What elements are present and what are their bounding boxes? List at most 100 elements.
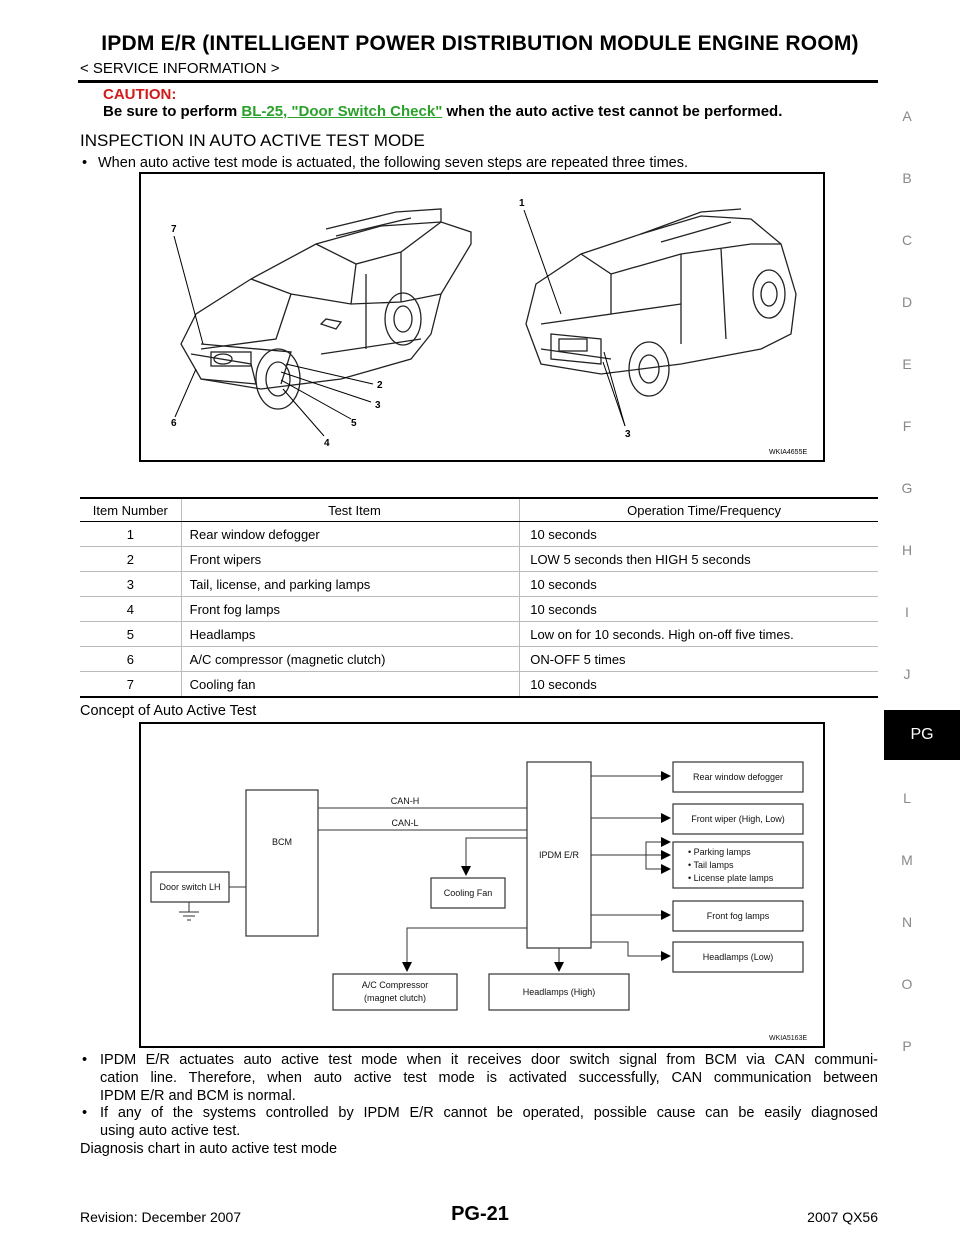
front-wiper-label: Front wiper (High, Low) — [691, 814, 785, 824]
inspection-heading: INSPECTION IN AUTO ACTIVE TEST MODE — [80, 131, 425, 150]
license-lamps-label: • License plate lamps — [688, 873, 774, 883]
sidebar-letter-b[interactable]: B — [902, 170, 912, 186]
parking-lamps-label: • Parking lamps — [688, 847, 751, 857]
sidebar-letter-f[interactable]: F — [902, 418, 912, 434]
vehicle-illustration: 1 2 3 3 4 5 6 7 WKIA4655E — [171, 198, 807, 456]
footer-page-number: PG-21 — [451, 1203, 509, 1225]
callout-1: 1 — [519, 198, 525, 209]
bullet-possible-cause: If any of the systems controlled by IPDM… — [100, 1104, 878, 1140]
cooling-fan-box — [430, 877, 506, 909]
headlamps-low-box — [672, 941, 804, 973]
row-test-item: Front wipers — [180, 546, 520, 572]
sidebar-letter-i[interactable]: I — [905, 604, 909, 620]
callout-6: 6 — [171, 418, 177, 429]
sidebar-letter-l[interactable]: L — [903, 790, 911, 806]
rear-vehicle — [525, 208, 797, 397]
row-item-number: 3 — [80, 571, 182, 597]
row-test-item: Cooling fan — [180, 671, 520, 697]
test-items-table: Item Number Test Item Operation Time/Fre… — [80, 497, 878, 698]
row-test-item: Tail, license, and parking lamps — [180, 571, 520, 597]
can-h-label: CAN-H — [391, 796, 420, 806]
row-item-number: 6 — [80, 646, 182, 672]
sidebar-letter-d[interactable]: D — [901, 294, 913, 310]
sidebar-letter-p[interactable]: P — [902, 1038, 912, 1054]
vehicle-figure: 1 2 3 3 4 5 6 7 WKIA4655E — [139, 172, 825, 462]
row-operation-time: LOW 5 seconds then HIGH 5 seconds — [519, 546, 878, 572]
sidebar-letter-a[interactable]: A — [902, 108, 912, 124]
rear-defogger-box — [672, 761, 804, 793]
bcm-label: BCM — [272, 837, 292, 847]
rear-defogger-label: Rear window defogger — [693, 772, 783, 782]
header-rule — [78, 80, 878, 83]
table-header-row: Item Number Test Item Operation Time/Fre… — [80, 498, 878, 522]
tail-lamps-label: • Tail lamps — [688, 860, 734, 870]
header-test-item: Test Item — [180, 498, 520, 522]
bullet-2-line-2: using auto active test. — [100, 1123, 241, 1139]
lamps-box — [672, 841, 804, 889]
ac-compressor-box — [332, 973, 458, 1011]
callout-7: 7 — [171, 224, 177, 235]
door-switch-check-link[interactable]: BL-25, "Door Switch Check" — [241, 103, 443, 120]
row-operation-time: ON-OFF 5 times — [519, 646, 878, 672]
bullet-ipdm-actuates: IPDM E/R actuates auto active test mode … — [100, 1051, 878, 1105]
ac-compressor-sublabel: (magnet clutch) — [364, 993, 426, 1003]
header-item-number: Item Number — [80, 498, 182, 522]
row-operation-time: 10 seconds — [519, 521, 878, 547]
headlamps-high-box — [488, 973, 630, 1011]
vehicle-figure-code: WKIA4655E — [769, 449, 807, 456]
sidebar-letter-o[interactable]: O — [901, 976, 913, 992]
sidebar-letter-g[interactable]: G — [901, 480, 913, 496]
inspection-bullet: When auto active test mode is actuated, … — [98, 155, 688, 171]
bcm-box — [245, 789, 319, 937]
ipdm-label: IPDM E/R — [539, 850, 580, 860]
row-item-number: 4 — [80, 596, 182, 622]
section-label: < SERVICE INFORMATION > — [80, 60, 280, 77]
diagram-boxes — [150, 761, 804, 1011]
door-switch-label: Door switch LH — [159, 882, 220, 892]
sidebar-letter-m[interactable]: M — [901, 852, 913, 868]
callout-numbers: 1 2 3 3 4 5 6 7 — [171, 198, 631, 449]
bullet-marker: • — [82, 1105, 88, 1121]
headlamps-high-label: Headlamps (High) — [523, 987, 596, 997]
row-operation-time: 10 seconds — [519, 571, 878, 597]
footer-revision: Revision: December 2007 — [80, 1209, 242, 1225]
ac-compressor-label: A/C Compressor — [362, 980, 429, 990]
headlamps-low-label: Headlamps (Low) — [703, 952, 774, 962]
bullet-1-line-2: cation line. Therefore, when auto active… — [100, 1070, 878, 1086]
row-operation-time: 10 seconds — [519, 596, 878, 622]
row-item-number: 2 — [80, 546, 182, 572]
sidebar-letter-n[interactable]: N — [901, 914, 913, 930]
caution-text-before: Be sure to perform — [103, 103, 242, 120]
header-operation-time: Operation Time/Frequency — [519, 498, 878, 522]
row-item-number: 5 — [80, 621, 182, 647]
row-operation-time: 10 seconds — [519, 671, 878, 697]
front-fog-box — [672, 900, 804, 932]
row-item-number: 7 — [126, 676, 134, 692]
callout-leaders — [173, 209, 626, 437]
sidebar-letter-e[interactable]: E — [902, 356, 912, 372]
row-test-item: Rear window defogger — [180, 521, 520, 547]
callout-2: 2 — [377, 380, 383, 391]
sidebar-letter-c[interactable]: C — [901, 232, 913, 248]
sidebar-active-pg[interactable]: PG — [884, 710, 960, 760]
diagnosis-caption: Diagnosis chart in auto active test mode — [80, 1141, 338, 1157]
callout-4: 4 — [324, 438, 330, 449]
bullet-marker: • — [82, 1052, 88, 1068]
sidebar-letter-h[interactable]: H — [901, 542, 913, 558]
callout-5: 5 — [351, 418, 357, 429]
row-operation-time: Low on for 10 seconds. High on-off five … — [519, 621, 878, 647]
front-wiper-box — [672, 803, 804, 835]
concept-title: Concept of Auto Active Test — [80, 703, 257, 719]
sidebar-letter-j[interactable]: J — [903, 666, 911, 682]
row-test-item: A/C compressor (magnetic clutch) — [180, 646, 520, 672]
caution-text: Be sure to perform BL-25, "Door Switch C… — [103, 103, 782, 120]
callout-3-rear: 3 — [625, 429, 631, 440]
bullet-1-line-1: IPDM E/R actuates auto active test mode … — [100, 1052, 878, 1068]
